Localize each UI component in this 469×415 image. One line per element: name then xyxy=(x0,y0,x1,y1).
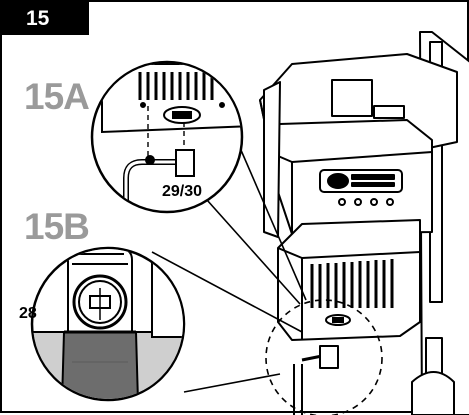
part-callout-28: 28 xyxy=(19,305,37,322)
machine-illustration xyxy=(259,31,469,415)
substep-label-15b: 15B xyxy=(24,206,90,247)
detail-15b xyxy=(30,246,186,402)
detail-zone-circle xyxy=(265,299,383,415)
leader-lines xyxy=(151,133,307,393)
substep-label-15a: 15A xyxy=(24,76,90,117)
step-number-tab: 15 xyxy=(2,2,89,35)
part-callout-29-30: 29/30 xyxy=(162,183,203,200)
